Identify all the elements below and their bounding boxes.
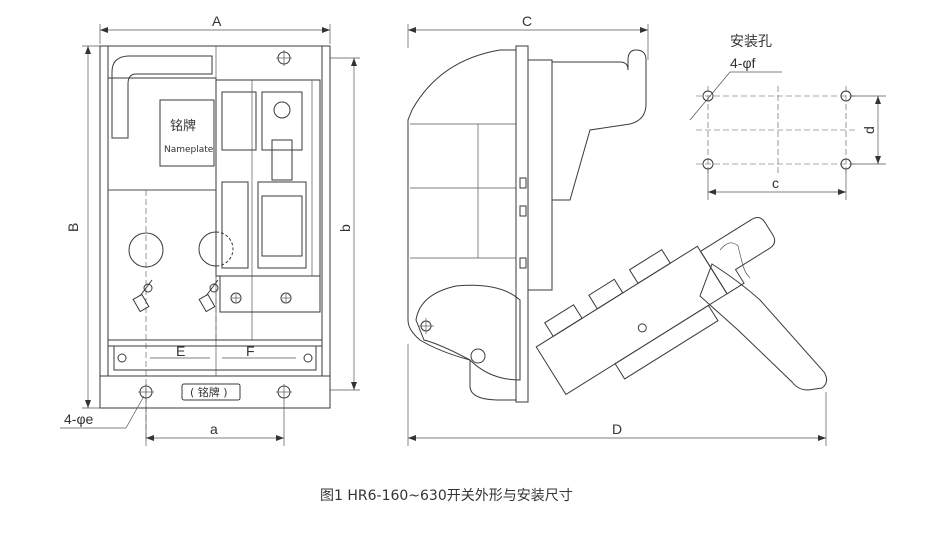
nameplate-box (159, 99, 215, 167)
dim-B-label: B (65, 223, 81, 232)
side-view: C (407, 13, 828, 446)
mounting-title: 安装孔 (730, 34, 772, 50)
mounting-hole-label: 4-φf (730, 55, 756, 71)
dim-c-label: c (772, 175, 779, 191)
bottom-plate-label: ( 铭牌 ) (190, 385, 228, 399)
fuse-symbol-right (198, 279, 219, 313)
dim-b-label: b (337, 224, 353, 232)
mounting-hole-view: 安装孔 4-φf d c (689, 34, 886, 200)
dim-C-label: C (522, 13, 532, 29)
fuse-symbol-left (132, 279, 153, 313)
dim-A-label: A (212, 13, 222, 29)
dim-D-label: D (612, 421, 622, 437)
nameplate-sub: Nameplate (164, 145, 214, 155)
dim-E-label: E (176, 343, 185, 359)
front-view: A B 铭牌 Nameplate (60, 13, 360, 446)
dim-F-label: F (246, 343, 255, 359)
dim-a-label: a (210, 421, 218, 437)
dim-d-label: d (861, 126, 877, 134)
hole-label-e: 4-φe (64, 411, 94, 427)
nameplate-title: 铭牌 (170, 118, 196, 133)
figure-caption: 图1 HR6-160~630开关外形与安装尺寸 (320, 488, 573, 504)
